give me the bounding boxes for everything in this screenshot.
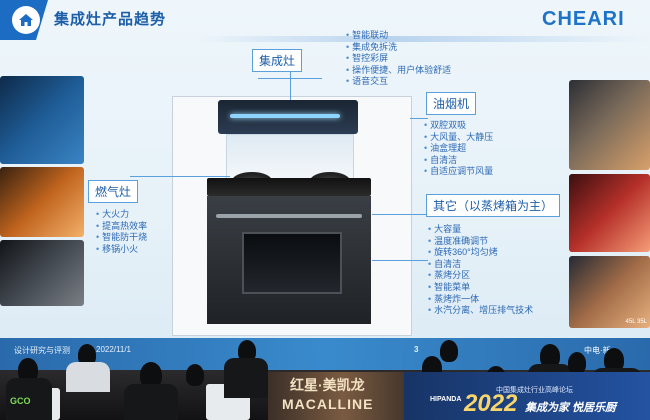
list-item: 操作便捷、用户体验舒适 [346, 65, 451, 77]
event-year: 2022 [464, 390, 517, 418]
callout-gas-stove: 燃气灶 [88, 180, 138, 203]
home-icon [12, 6, 40, 34]
list-item: 油盒理超 [424, 143, 493, 155]
list-item: 自清洁 [424, 155, 493, 167]
list-item: 智控彩屏 [346, 53, 451, 65]
list-item: 智能菜单 [428, 282, 533, 294]
audience-body [124, 384, 178, 420]
connector-line [290, 70, 291, 100]
banner-brand-cn: 红星·美凯龙 [290, 375, 365, 395]
audience-head [186, 364, 204, 386]
burner-photo [0, 240, 84, 306]
hood-detail-photo [0, 76, 84, 164]
connector-line [372, 260, 428, 261]
footer-page-number: 3 [414, 345, 418, 354]
oven-window [242, 232, 342, 294]
gas-stove-feature-list: 大火力 提高热效率 智能防干烧 移锅小火 [96, 209, 147, 255]
oven-capacity-photo: 45L 35L [569, 256, 650, 328]
list-item: 双腔双吸 [424, 120, 493, 132]
range-hood-feature-list: 双腔双吸 大风量、大静压 油盒理超 自清洁 自适应调节风量 [424, 120, 493, 178]
hood-light [230, 114, 340, 118]
brand-logo: CHEARI [542, 8, 625, 31]
list-item: 旋转360°均匀烤 [428, 247, 533, 259]
list-item: 提高热效率 [96, 221, 147, 233]
list-item: 智能防干烧 [96, 232, 147, 244]
audience-head [440, 340, 458, 362]
slide-title: 集成灶产品趋势 [54, 8, 166, 29]
flame-photo [0, 167, 84, 237]
callout-integrated-stove: 集成灶 [252, 49, 302, 72]
list-item: 自适应调节风量 [424, 166, 493, 178]
gco-sign: GCO [10, 396, 31, 406]
cooktop [207, 178, 371, 196]
event-slogan: 集成为家 悦居乐厨 [525, 399, 616, 415]
header-stripe [0, 36, 650, 42]
list-item: 大火力 [96, 209, 147, 221]
list-item: 大风量、大静压 [424, 132, 493, 144]
list-item: 温度准确调节 [428, 236, 533, 248]
banner-brand-en: MACALLINE [282, 396, 373, 412]
integrated-stove-feature-list: 智能联动 集成免拆洗 智控彩屏 操作便捷、用户体验舒适 语音交互 [346, 30, 451, 88]
callout-range-hood: 油烟机 [426, 92, 476, 115]
connector-line [258, 78, 322, 79]
list-item: 移锅小火 [96, 244, 147, 256]
list-item: 语音交互 [346, 76, 451, 88]
list-item: 大容量 [428, 224, 533, 236]
sponsor-label: HIPANDA [430, 396, 461, 403]
capacity-label: 45L 35L [626, 319, 647, 325]
list-item: 水汽分离、增压排气技术 [428, 305, 533, 317]
oven-fan-photo [569, 80, 650, 170]
audience-body [224, 358, 268, 398]
list-item: 智能联动 [346, 30, 451, 42]
oven-food-photo [569, 174, 650, 252]
oven-handle [216, 214, 362, 218]
footer-left-text: 设计研究与评测 [14, 345, 70, 356]
audience-body [66, 362, 110, 392]
list-item: 集成免拆洗 [346, 42, 451, 54]
other-feature-list: 大容量 温度准确调节 旋转360°均匀烤 自清洁 蒸烤分区 智能菜单 蒸烤炸一体… [428, 224, 533, 317]
audience-head [568, 352, 586, 374]
connector-line [410, 118, 428, 119]
footer-date: 2022/11/1 [96, 345, 131, 354]
list-item: 自清洁 [428, 259, 533, 271]
connector-line [130, 176, 230, 177]
list-item: 蒸烤炸一体 [428, 294, 533, 306]
connector-line [372, 214, 428, 215]
list-item: 蒸烤分区 [428, 270, 533, 282]
callout-others: 其它（以蒸烤箱为主） [426, 194, 560, 217]
